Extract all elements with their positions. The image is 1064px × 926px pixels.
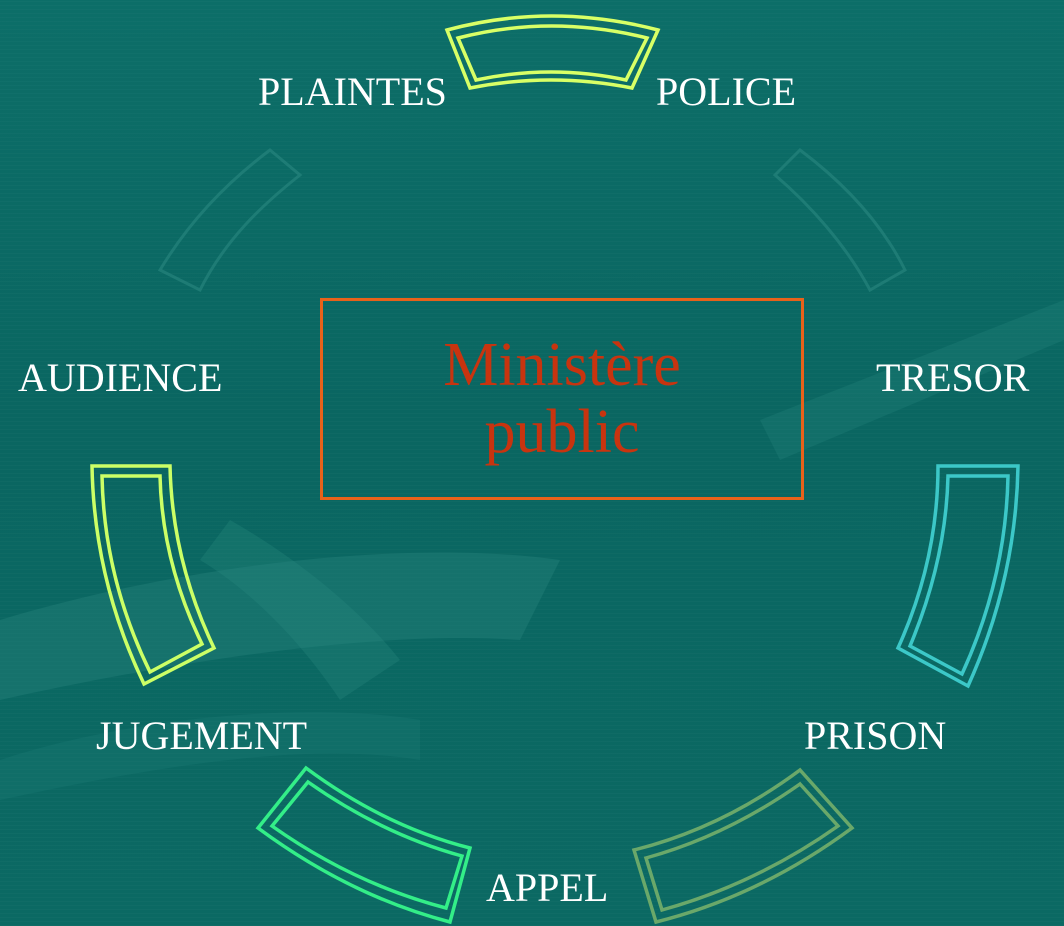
center-title-line1: Ministère (443, 331, 681, 400)
faint-arrow-upper-right (772, 148, 907, 293)
arrow-prison-appel (631, 767, 855, 925)
node-audience: AUDIENCE (18, 355, 223, 400)
center-title-line2: public (484, 398, 640, 466)
node-police: POLICE (656, 69, 796, 114)
faint-arrow-upper-left (157, 148, 303, 293)
node-jugement: JUGEMENT (96, 713, 308, 758)
node-appel: APPEL (486, 865, 609, 910)
node-plaintes: PLAINTES (258, 69, 447, 114)
arrow-tresor-prison (895, 464, 1020, 689)
node-prison: PRISON (804, 713, 947, 758)
node-tresor: TRESOR (876, 355, 1030, 400)
arrow-appel-jugement (255, 765, 473, 925)
arrow-plaintes-police (444, 14, 661, 90)
arrow-jugement-audience (90, 464, 217, 687)
center-box: Ministère public (320, 298, 804, 500)
